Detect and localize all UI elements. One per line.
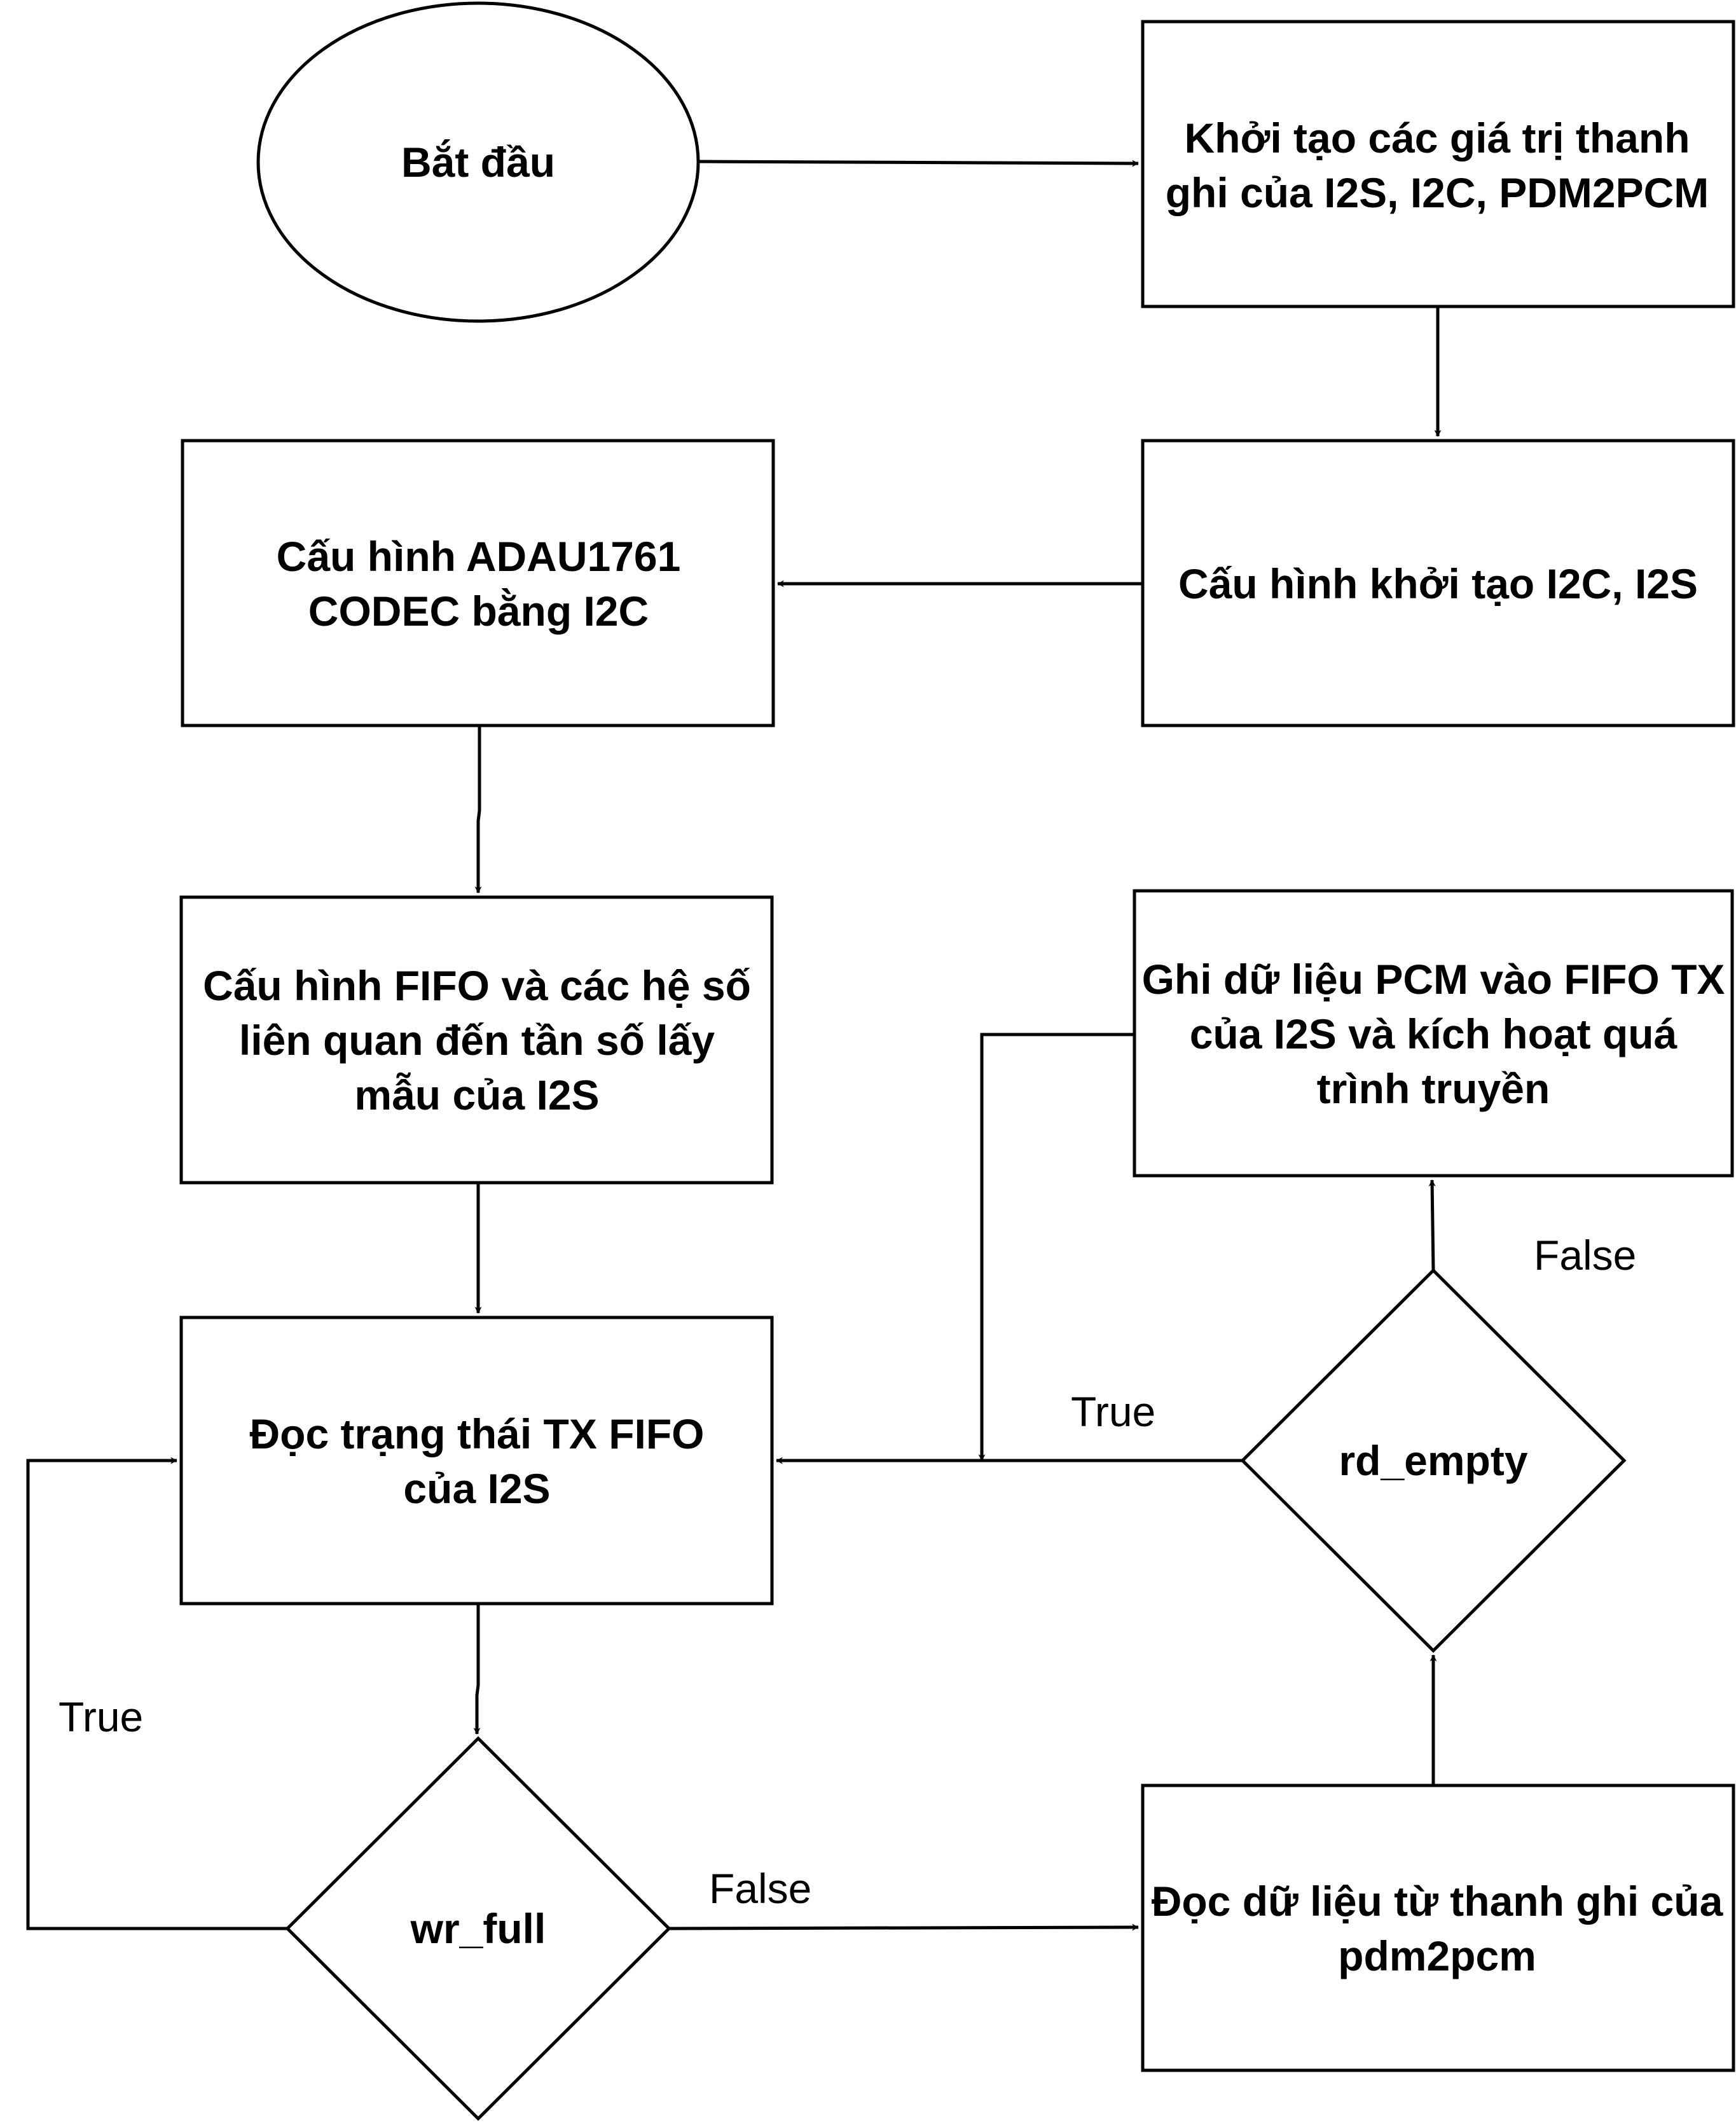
config-i2c-i2s-box (1141, 439, 1735, 727)
config-fifo-label: Cấu hình FIFO và các hệ số liên quan đến… (203, 962, 751, 1118)
rd-empty-label: rd_empty (1339, 1437, 1528, 1484)
read-pdm2pcm-label: Đọc dữ liệu từ thanh ghi của pdm2pcm (1151, 1878, 1723, 1979)
read-pdm2pcm-box (1141, 1784, 1735, 2072)
init-registers-box (1141, 20, 1735, 308)
arrow-codec-to-fifo (474, 726, 482, 894)
config-codec-label: Cấu hình ADAU1761 CODEC bằng I2C (276, 533, 681, 635)
wr-full-label: wr_full (410, 1905, 546, 1952)
write-pcm-label: Ghi dữ liệu PCM vào FIFO TX của I2S và k… (1141, 956, 1725, 1112)
arrow-rd-empty-false (1428, 1179, 1436, 1271)
wr-full-diamond (285, 1736, 672, 2121)
arrow-start-to-init (698, 160, 1140, 167)
arrow-wr-full-false (668, 1923, 1140, 1931)
rd-empty-true-label: True (1071, 1388, 1156, 1435)
rd-empty-false-label: False (1534, 1232, 1637, 1279)
arrow-write-pcm-loop (978, 1033, 1134, 1462)
start-label: Bắt đầu (401, 139, 556, 186)
arrow-read-status-to-wr-full (473, 1604, 481, 1735)
init-registers-label: Khởi tạo các giá trị thanh ghi của I2S, … (1165, 114, 1709, 216)
wr-full-false-label: False (709, 1865, 812, 1912)
config-i2c-i2s-label: Cấu hình khởi tạo I2C, I2S (1178, 560, 1698, 607)
read-tx-status-label: Đọc trạng thái TX FIFO của I2S (249, 1410, 705, 1512)
arrow-wr-full-true-loop (26, 1457, 287, 1930)
rd-empty-diamond (1240, 1268, 1627, 1653)
wr-full-true-label: True (59, 1693, 144, 1740)
config-codec-box (181, 439, 775, 727)
config-fifo-box (179, 895, 774, 1185)
write-pcm-box (1133, 889, 1734, 1178)
